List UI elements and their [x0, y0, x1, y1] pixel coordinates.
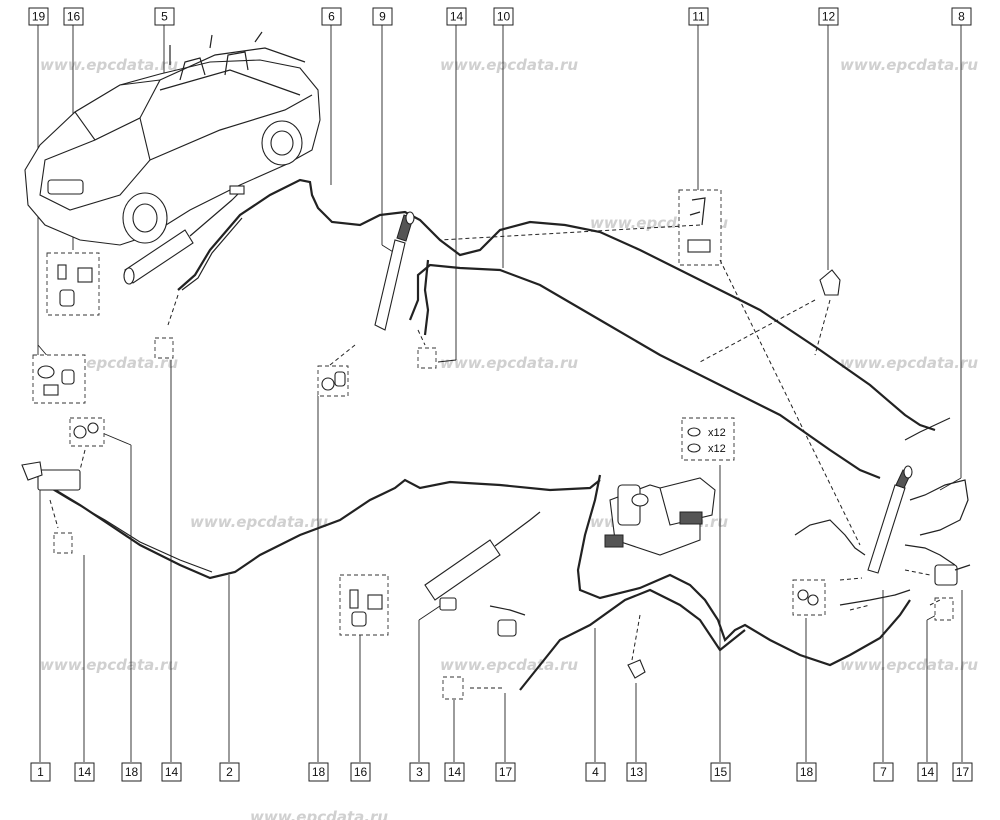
quantity-label: x12 — [708, 443, 726, 455]
hydraulic-strut-part-3 — [424, 511, 541, 611]
callouts-bottom: 1 14 18 14 2 18 16 3 14 17 4 13 15 18 7 … — [30, 762, 973, 782]
svg-text:17: 17 — [956, 765, 970, 779]
svg-text:11: 11 — [692, 10, 705, 24]
svg-text:9: 9 — [379, 10, 386, 24]
watermark: www.epcdata.ru — [840, 354, 978, 372]
svg-text:1: 1 — [37, 765, 44, 779]
svg-text:16: 16 — [67, 10, 81, 24]
callout-label: 7 — [873, 762, 894, 782]
callout-label: 6 — [321, 7, 342, 26]
watermark: www.epcdata.ru — [250, 808, 388, 820]
callout-label: 14 — [444, 762, 465, 782]
callout-label: 14 — [74, 762, 95, 782]
small-parts: x12 x12 — [21, 189, 971, 700]
svg-text:5: 5 — [161, 10, 168, 24]
svg-text:14: 14 — [450, 10, 464, 24]
watermark: www.epcdata.ru — [40, 656, 178, 674]
callout-label: 3 — [409, 762, 430, 782]
callout-label: 18 — [121, 762, 142, 782]
callout-label: 19 — [28, 7, 49, 26]
svg-text:4: 4 — [592, 765, 599, 779]
callout-label: 14 — [446, 7, 467, 26]
watermark: www.epcdata.ru — [440, 56, 578, 74]
callout-label: 8 — [951, 7, 972, 26]
svg-text:8: 8 — [958, 10, 965, 24]
hydraulic-strut-part-9 — [374, 211, 415, 331]
svg-text:18: 18 — [312, 765, 326, 779]
svg-text:3: 3 — [416, 765, 423, 779]
callout-label: 16 — [350, 762, 371, 782]
watermark: www.epcdata.ru — [840, 656, 978, 674]
callout-label: 14 — [917, 762, 938, 782]
callout-label: 11 — [688, 7, 709, 26]
quantity-label: x12 — [708, 427, 726, 439]
watermark: www.epcdata.ru — [190, 513, 328, 531]
callout-label: 15 — [710, 762, 731, 782]
callout-label: 10 — [493, 7, 514, 26]
callout-label: 9 — [372, 7, 393, 26]
hydraulic-pump-part-15 — [604, 477, 716, 556]
callout-label: 17 — [495, 762, 516, 782]
callouts-top: 19 16 5 6 9 14 10 11 12 8 — [28, 7, 972, 26]
pointer-lines — [49, 224, 941, 689]
hydraulic-strut-part-5 — [123, 185, 245, 285]
svg-text:10: 10 — [497, 10, 511, 24]
svg-text:16: 16 — [354, 765, 368, 779]
hydraulic-strut-part-7 — [867, 465, 913, 574]
callout-label: 5 — [154, 7, 175, 26]
svg-text:18: 18 — [800, 765, 814, 779]
watermark: www.epcdata.ru — [440, 656, 578, 674]
callout-label: 13 — [626, 762, 647, 782]
svg-text:13: 13 — [630, 765, 644, 779]
callout-label: 4 — [585, 762, 606, 782]
car-illustration — [24, 31, 321, 246]
callout-label: 1 — [30, 762, 51, 782]
svg-text:6: 6 — [328, 10, 335, 24]
svg-text:17: 17 — [499, 765, 513, 779]
svg-text:14: 14 — [78, 765, 92, 779]
callout-label: 14 — [161, 762, 182, 782]
svg-text:12: 12 — [822, 10, 836, 24]
watermark: www.epcdata.ru — [840, 56, 978, 74]
svg-text:7: 7 — [880, 765, 887, 779]
svg-text:18: 18 — [125, 765, 139, 779]
svg-text:14: 14 — [921, 765, 935, 779]
callout-label: 2 — [219, 762, 240, 782]
callout-label: 12 — [818, 7, 839, 26]
svg-text:14: 14 — [165, 765, 179, 779]
watermark: www.epcdata.ru — [440, 354, 578, 372]
watermark: www.epcdata.ru — [40, 56, 178, 74]
callout-label: 18 — [796, 762, 817, 782]
svg-text:2: 2 — [226, 765, 233, 779]
callout-label: 18 — [308, 762, 329, 782]
callout-label: 16 — [63, 7, 84, 26]
callout-label: 17 — [952, 762, 973, 782]
svg-text:15: 15 — [714, 765, 728, 779]
svg-text:19: 19 — [32, 10, 46, 24]
svg-text:14: 14 — [448, 765, 462, 779]
